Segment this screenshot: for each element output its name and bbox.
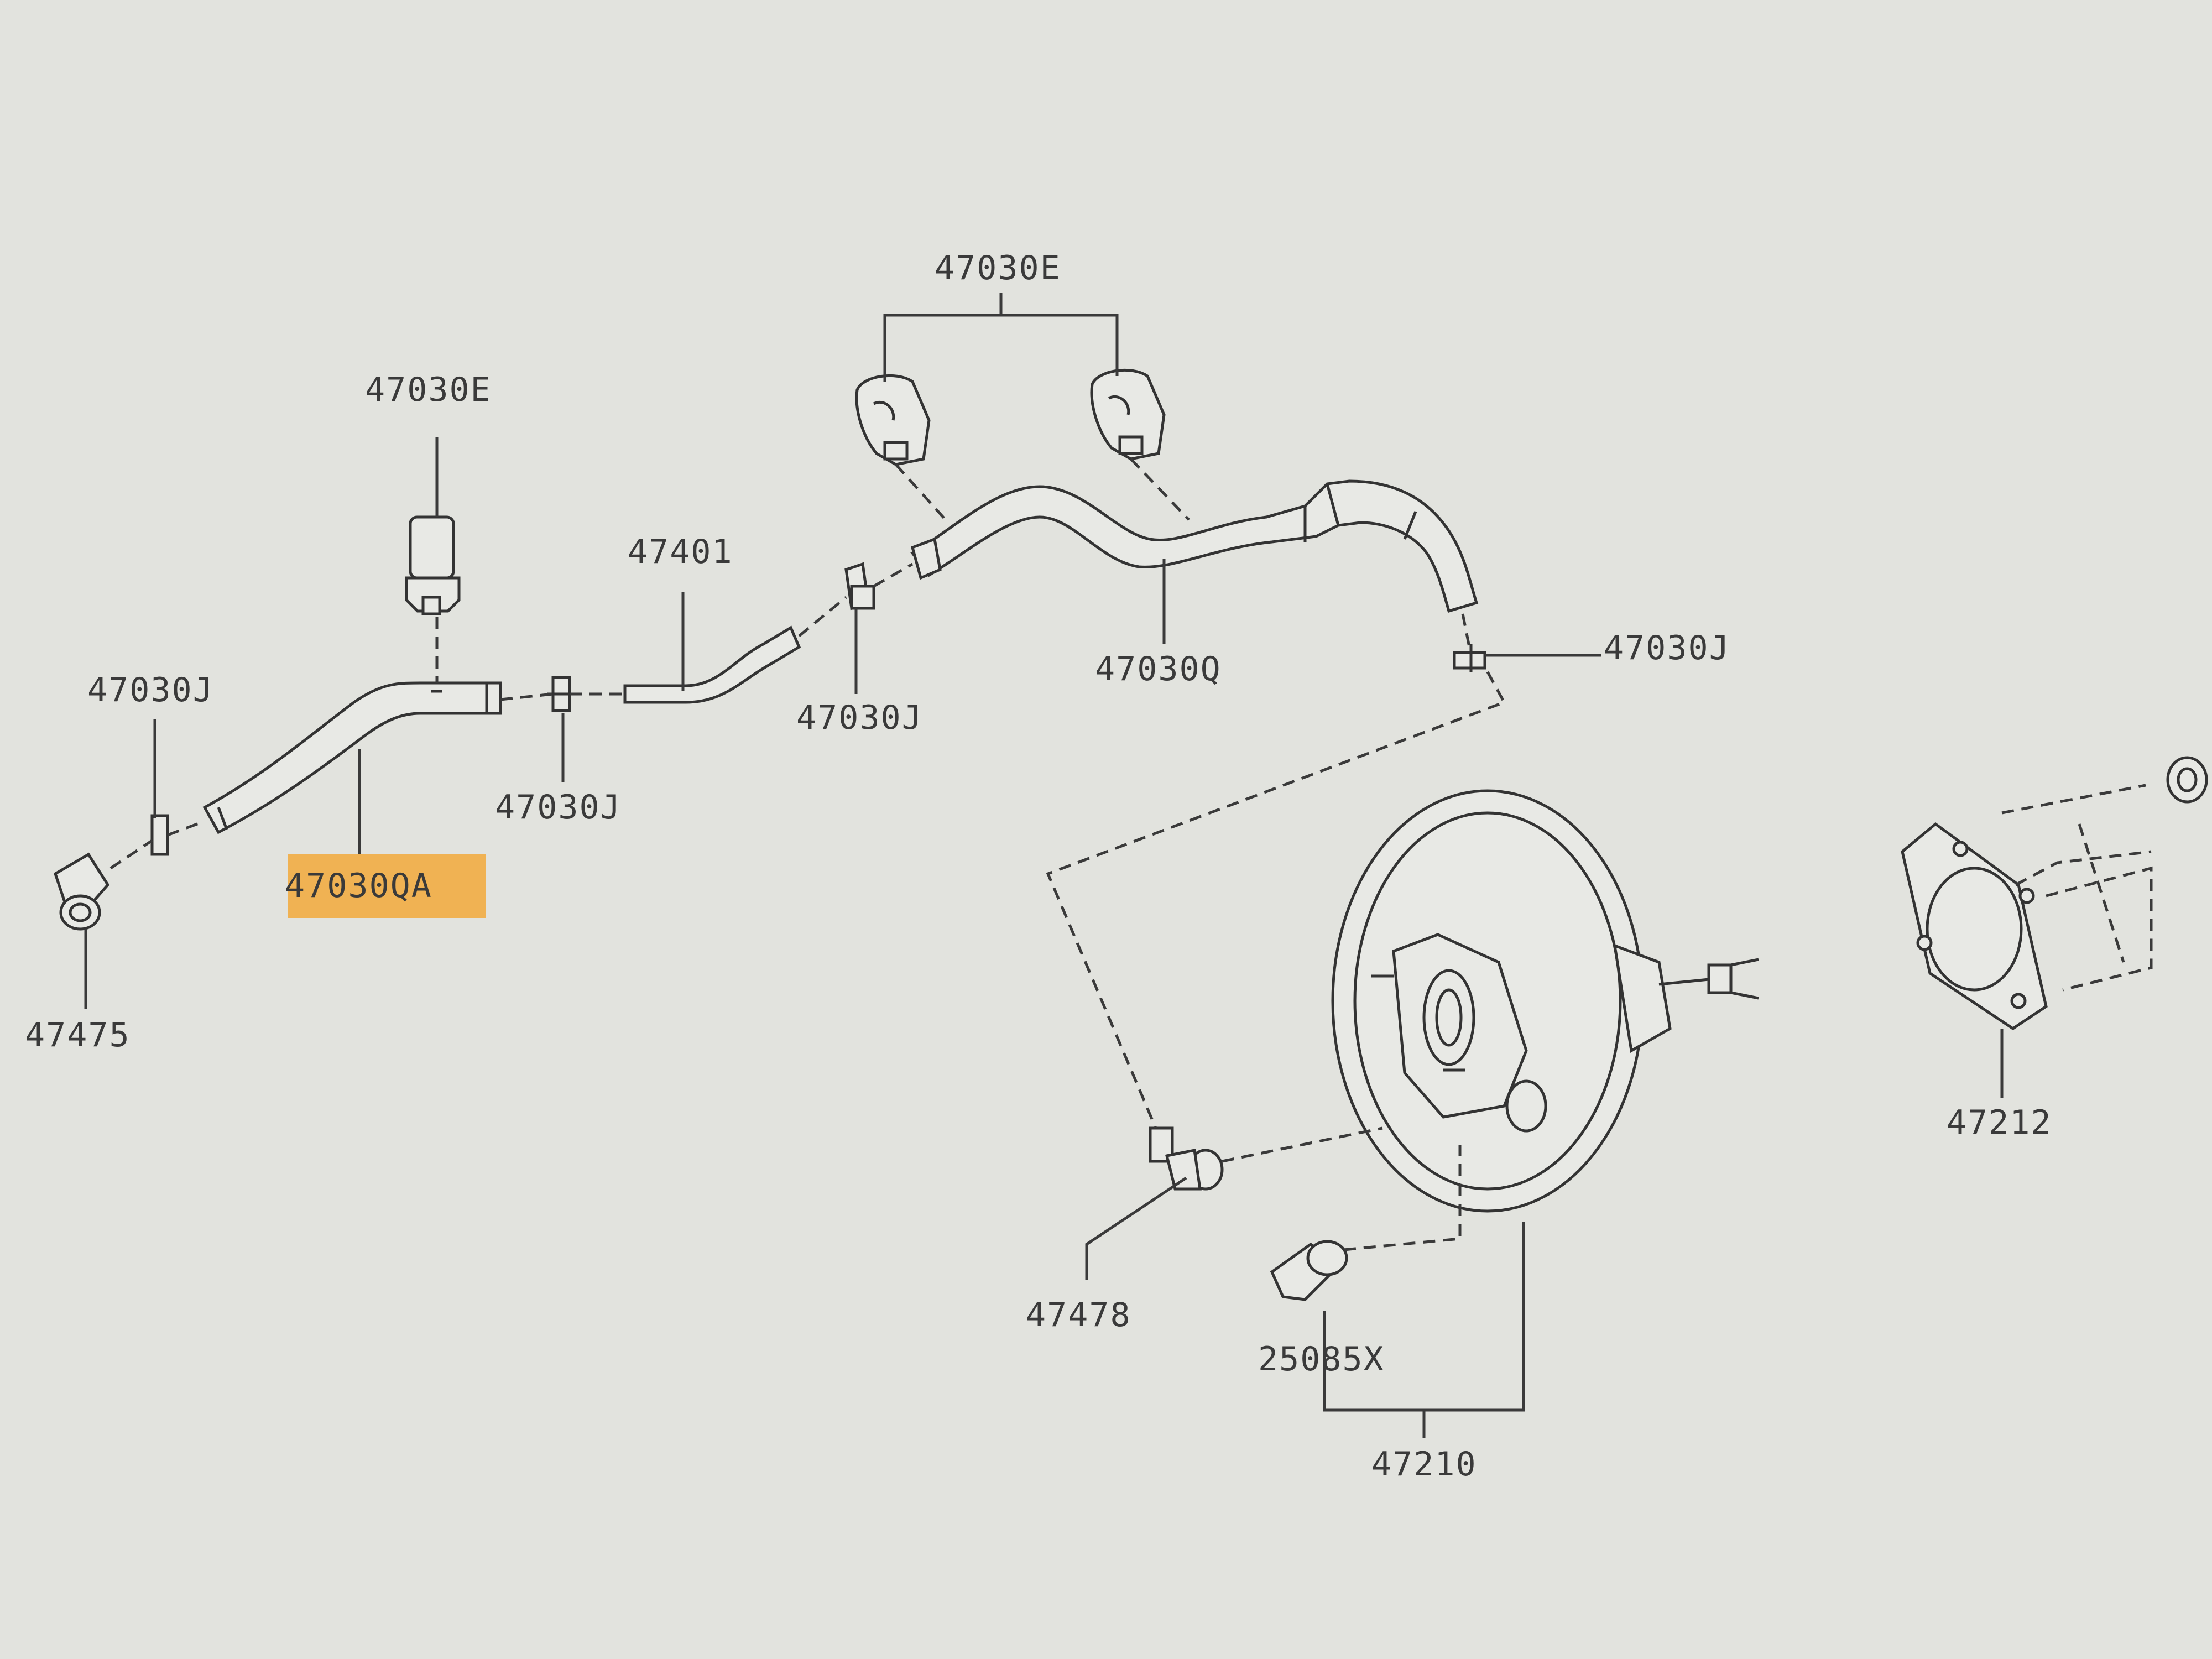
label-47030J-mid[interactable]: 47030J (796, 698, 923, 737)
label-47030QA[interactable]: 47030QA (285, 867, 432, 905)
hose-47030Q[interactable] (910, 479, 1479, 613)
label-47212[interactable]: 47212 (1947, 1103, 2052, 1142)
label-47030Q[interactable]: 47030Q (1095, 650, 1222, 688)
label-25085X[interactable]: 25085X (1258, 1340, 1385, 1379)
fitting-47475[interactable] (53, 852, 110, 931)
switch-25085X[interactable] (1270, 1240, 1348, 1301)
highlight-47030QA (288, 854, 486, 918)
label-47401[interactable]: 47401 (628, 533, 733, 571)
label-47210[interactable]: 47210 (1371, 1445, 1477, 1484)
label-47030E-top[interactable]: 47030E (935, 249, 1061, 288)
tube-47401[interactable] (623, 625, 801, 704)
hose-47030QA[interactable] (202, 681, 502, 834)
label-47030J-center[interactable]: 47030J (495, 788, 622, 827)
brake-booster-47210[interactable] (1331, 789, 1759, 1213)
assembly-lines (109, 458, 2153, 1251)
valve-47030E-left[interactable] (405, 515, 461, 615)
clip-47030J-right[interactable] (1453, 644, 1486, 672)
clip-47030E-top-left[interactable] (855, 374, 931, 466)
label-47030E-left[interactable]: 47030E (365, 371, 492, 409)
label-47030J-right[interactable]: 47030J (1604, 629, 1730, 667)
check-valve-47478[interactable] (1149, 1126, 1224, 1191)
clip-47030E-top-right[interactable] (1090, 368, 1166, 461)
clip-47030J-mid[interactable] (844, 562, 875, 611)
part-labels: 47030E 47030E 47401 47030J 47030J 47030J… (25, 249, 2052, 1484)
label-47478[interactable]: 47478 (1026, 1296, 1131, 1334)
leader-lines (84, 293, 2004, 1438)
label-47475[interactable]: 47475 (25, 1016, 131, 1055)
label-47030J-left[interactable]: 47030J (87, 671, 214, 709)
clip-47030J-left[interactable] (150, 814, 169, 856)
